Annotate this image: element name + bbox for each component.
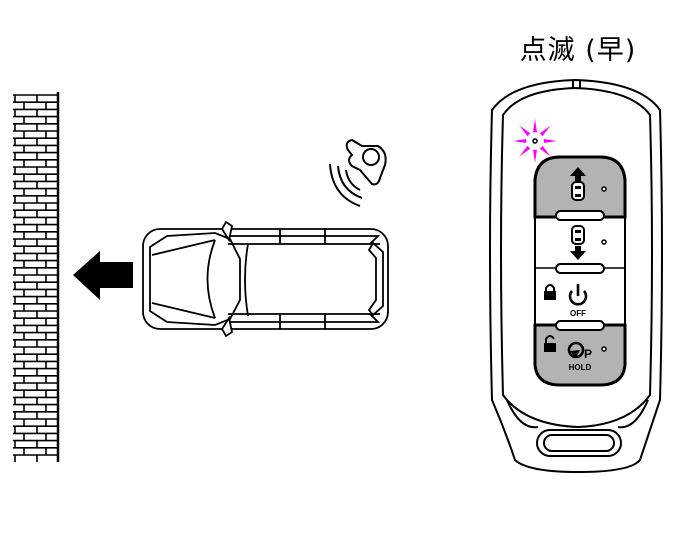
park-letter: P: [584, 347, 592, 361]
power-icon: [568, 284, 588, 306]
flash-ray: [539, 125, 551, 137]
car-icon: [142, 220, 389, 338]
flash-ray: [539, 145, 551, 157]
person-icon: [345, 138, 387, 186]
off-label: OFF: [570, 309, 586, 318]
flash-ray: [533, 149, 537, 163]
flash-ray: [533, 119, 537, 133]
blink-fast-title: 点滅 (早): [519, 35, 637, 66]
flash-indicator-icon: [513, 119, 557, 163]
park-hold-icon: P: [567, 341, 592, 361]
flash-ray: [519, 125, 531, 137]
direction-arrow-icon: [73, 251, 133, 300]
signal-waves-icon: [329, 163, 363, 207]
lock-icon: [544, 284, 556, 300]
brick-wall-icon: [13, 92, 60, 463]
hold-label: HOLD: [569, 363, 592, 372]
unlock-icon: [544, 335, 556, 352]
forward-button-icon: [570, 167, 586, 201]
reverse-button-icon: [570, 225, 586, 260]
key-fob-icon: [489, 78, 663, 474]
flash-ray: [543, 139, 557, 143]
flash-ray: [513, 139, 527, 143]
flash-ray: [519, 145, 531, 157]
